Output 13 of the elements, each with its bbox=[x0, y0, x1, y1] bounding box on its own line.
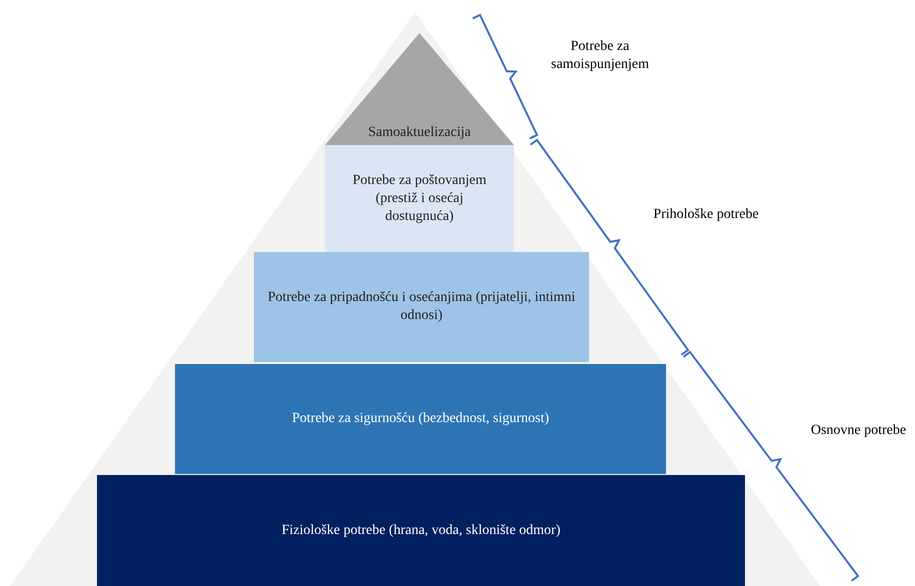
pyramid-level bbox=[325, 145, 514, 252]
level-label: Potrebe za sigurnošću (bezbednost, sigurnost) bbox=[292, 410, 549, 428]
brace-label: Prihološke potrebe bbox=[652, 206, 760, 224]
level-label: Potrebe za pripadnošću i osećanjima (prijatelji, intimni odnosi) bbox=[266, 289, 576, 325]
pyramid-level bbox=[254, 252, 589, 362]
level-label: Fiziološke potrebe (hrana, voda, sklonište odmor) bbox=[282, 522, 560, 540]
level-label: Potrebe za poštovanjem (prestiž i osećaj dostugnuća) bbox=[352, 172, 488, 226]
pyramid-apex bbox=[325, 33, 514, 145]
pyramid-level bbox=[175, 364, 666, 474]
level-label: Samoaktuelizacija bbox=[368, 124, 471, 142]
pyramid-level bbox=[97, 475, 745, 586]
brace-label: Osnovne potrebe bbox=[810, 422, 908, 440]
brace-label: Potrebe za samoispunjenjem bbox=[550, 38, 650, 74]
